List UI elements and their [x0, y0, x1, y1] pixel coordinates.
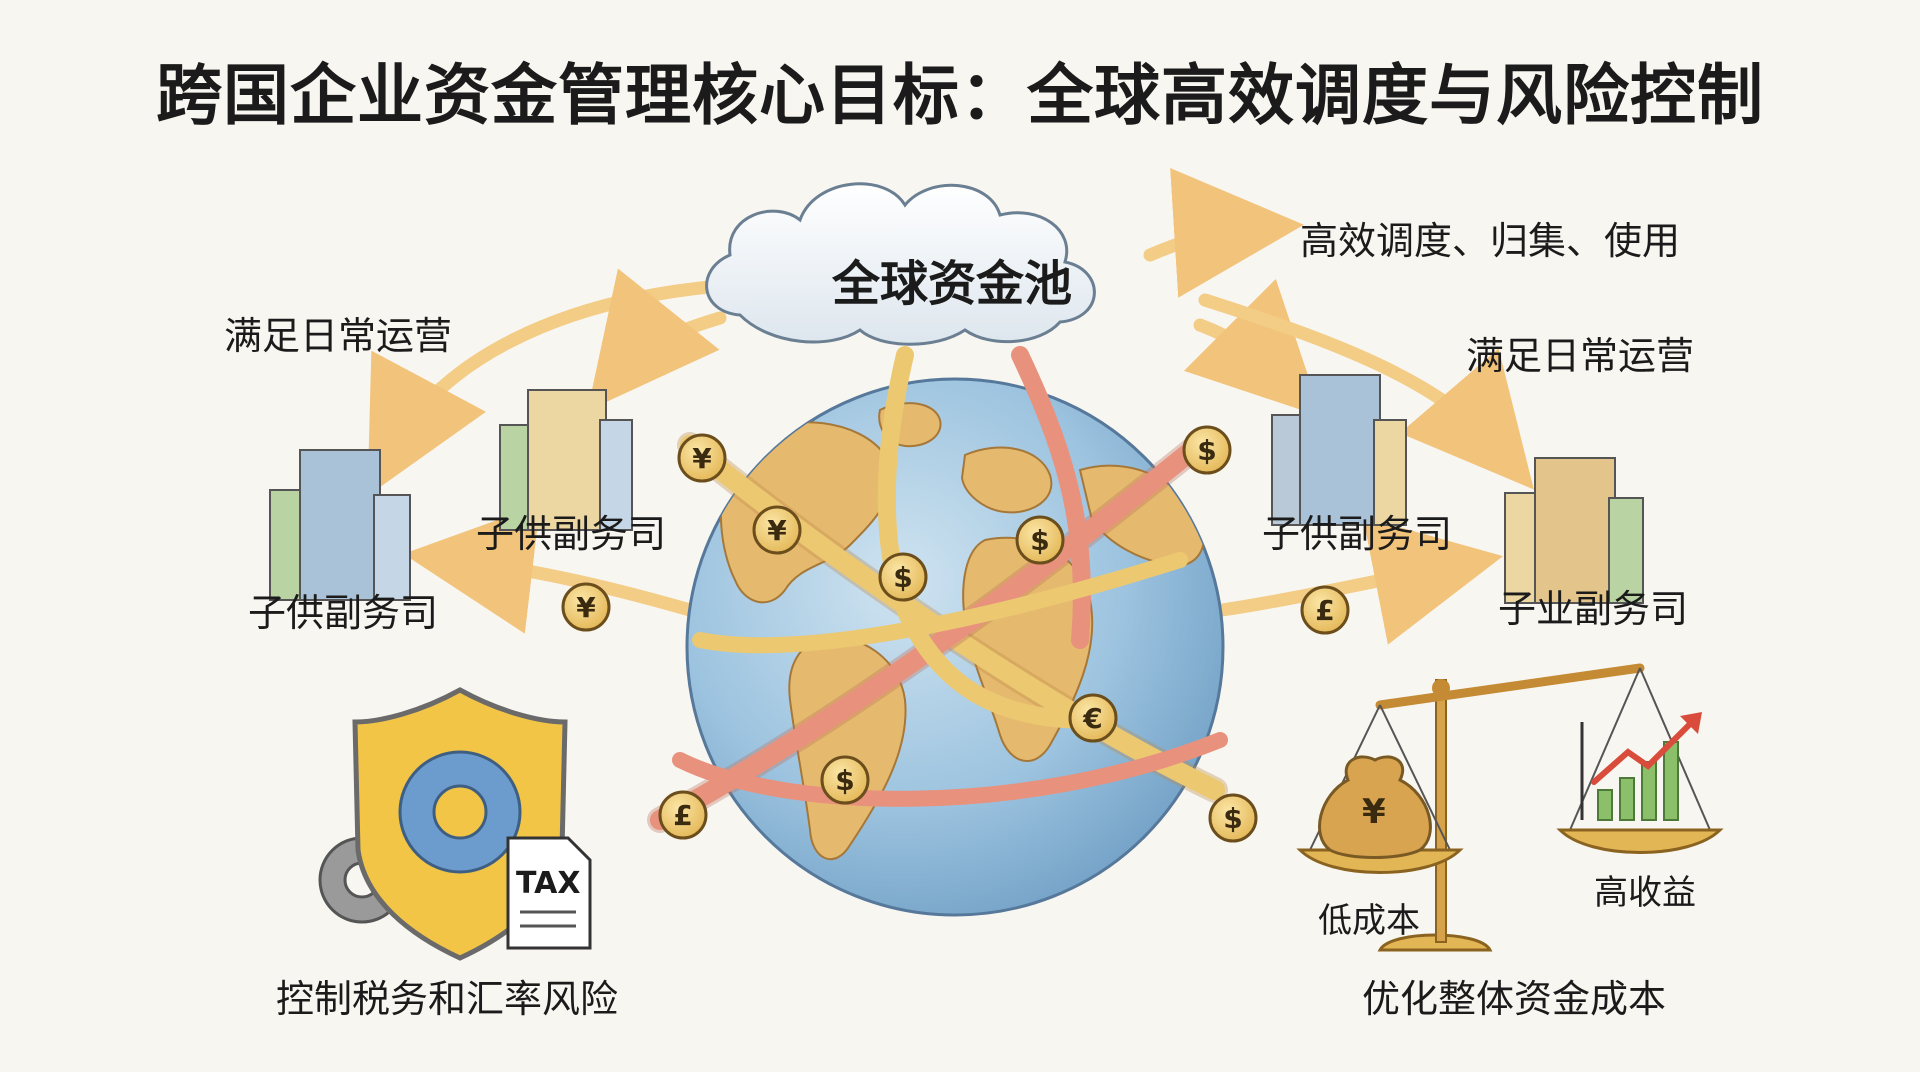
- blue-gear-icon: [398, 750, 522, 874]
- risk-control-illustration: [318, 687, 592, 961]
- arrow-globe-to-left: [403, 504, 697, 634]
- building-left-near: [499, 389, 633, 531]
- flow-label-right: 满足日常运营: [1466, 334, 1695, 378]
- tax-document-icon: [506, 836, 592, 950]
- flow-arrows: [367, 168, 1534, 645]
- currency-coins: ¥ ¥ ¥ $ $ $ $ £ £ € $: [561, 425, 1350, 843]
- arrow-pool-to-top-right: [1143, 168, 1304, 298]
- money-bands: [647, 346, 1228, 833]
- coin-pound-small-icon: $: [1015, 515, 1065, 565]
- svg-text:¥: ¥: [576, 591, 596, 624]
- globe: [647, 346, 1228, 917]
- tax-document-label: TAX: [516, 866, 581, 901]
- balance-scale-illustration: [1296, 663, 1724, 952]
- global-pool-label: 全球资金池: [832, 256, 1073, 312]
- continent-europe: [960, 446, 1053, 514]
- coin-euro-icon: €: [1068, 693, 1118, 743]
- coin-dollar-icon: $: [1208, 793, 1258, 843]
- coin-yen-icon: ¥: [561, 582, 611, 632]
- svg-text:$: $: [893, 561, 912, 594]
- subsidiary-label-right-near: 子供副务司: [1262, 512, 1453, 556]
- high-return-label: 高收益: [1594, 873, 1696, 913]
- svg-text:$: $: [1030, 524, 1049, 557]
- money-bag-symbol: ¥: [1362, 792, 1386, 832]
- svg-text:£: £: [1315, 594, 1334, 627]
- global-pool-cloud: [705, 182, 1096, 346]
- goal-cost-label: 优化整体资金成本: [1362, 977, 1667, 1021]
- coin-pound-icon: £: [1300, 585, 1350, 635]
- building-right-near: [1271, 374, 1407, 526]
- subsidiary-label-left-near: 子供副务司: [476, 512, 667, 556]
- coin-yen-icon: ¥: [752, 505, 802, 555]
- coin-dollar-icon: $: [878, 552, 928, 602]
- goal-risk-label: 控制税务和汇率风险: [276, 977, 619, 1021]
- subsidiary-label-right-far: 子业副务司: [1498, 587, 1689, 631]
- coin-pound-icon: £: [658, 790, 708, 840]
- coin-dollar-icon: $: [1182, 425, 1232, 475]
- arrow-pool-to-left-near: [587, 268, 727, 411]
- svg-text:¥: ¥: [692, 442, 712, 475]
- coin-yen-icon: ¥: [677, 433, 727, 483]
- low-cost-label: 低成本: [1318, 901, 1420, 941]
- svg-text:$: $: [1223, 802, 1242, 835]
- page-title: 跨国企业资金管理核心目标：全球高效调度与风险控制: [156, 57, 1764, 134]
- flow-label-left: 满足日常运营: [224, 314, 453, 358]
- svg-text:£: £: [673, 799, 692, 832]
- arrow-pool-to-right-far: [1198, 293, 1534, 490]
- svg-text:€: €: [1082, 702, 1102, 735]
- svg-text:$: $: [1197, 434, 1216, 467]
- svg-text:$: $: [835, 764, 854, 797]
- building-left-far: [269, 449, 411, 601]
- building-right-far: [1504, 457, 1644, 604]
- arrow-pool-to-right-near: [1183, 278, 1322, 417]
- flow-label-top-right: 高效调度、归集、使用: [1300, 219, 1681, 263]
- coin-dollar-icon: $: [820, 755, 870, 805]
- subsidiary-label-left-far: 子供副务司: [248, 591, 439, 635]
- svg-text:¥: ¥: [767, 514, 787, 547]
- money-bag-icon: [1318, 755, 1432, 859]
- growth-bars-icon: [1580, 712, 1702, 821]
